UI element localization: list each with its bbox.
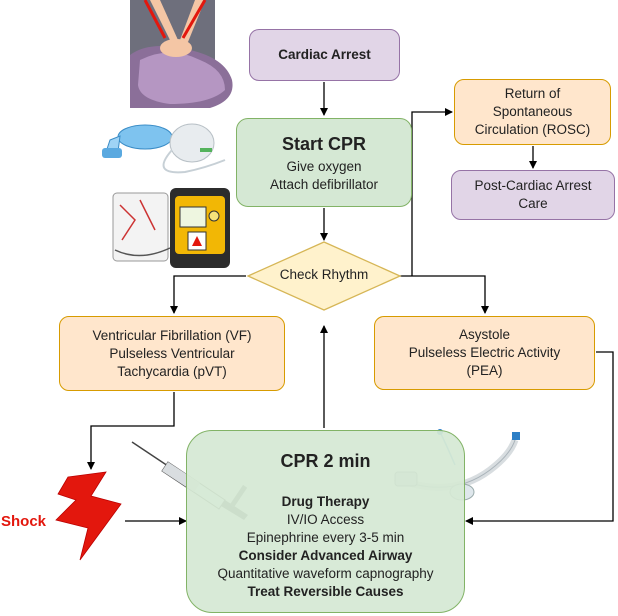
arrow-check-to-rosc <box>411 108 453 276</box>
check-rhythm-label: Check Rhythm <box>279 267 369 282</box>
rosc-line: Circulation (ROSC) <box>474 122 591 137</box>
rosc-line: Spontaneous <box>492 104 573 119</box>
reversible-causes-label: Treat Reversible Causes <box>247 584 404 599</box>
start-cpr-line: Attach defibrillator <box>269 176 379 192</box>
asystole-line: (PEA) <box>466 363 503 378</box>
connectors <box>87 82 614 525</box>
cardiac-arrest-box: Cardiac Arrest <box>249 29 400 81</box>
drug-therapy-label: Drug Therapy <box>281 494 370 509</box>
arrow-asystole-to-cpr2 <box>465 351 614 525</box>
start-cpr-title: Start CPR <box>281 133 366 154</box>
post-arrest-line: Care <box>518 196 548 211</box>
shock-lightning-icon <box>55 471 122 561</box>
post-cardiac-arrest-box: Post-Cardiac Arrest Care <box>451 170 615 220</box>
rosc-line: Return of <box>504 86 561 101</box>
vf-pvt-box: Ventricular Fibrillation (VF) Pulseless … <box>59 316 285 391</box>
check-rhythm-diamond <box>246 241 402 311</box>
post-arrest-line: Post-Cardiac Arrest <box>474 178 592 193</box>
asystole-line: Asystole <box>458 327 511 342</box>
cpr2-line: Epinephrine every 3-5 min <box>246 530 405 545</box>
start-cpr-box: Start CPR Give oxygen Attach defibrillat… <box>236 118 412 207</box>
advanced-airway-label: Consider Advanced Airway <box>238 548 413 563</box>
cpr-hands-illustration <box>130 0 233 108</box>
rosc-box: Return of Spontaneous Circulation (ROSC) <box>454 79 611 145</box>
asystole-line: Pulseless Electric Activity <box>408 345 561 360</box>
cpr2-line: IV/IO Access <box>286 512 365 527</box>
vf-line: Pulseless Ventricular <box>109 345 235 361</box>
vf-line: Ventricular Fibrillation (VF) <box>92 327 252 343</box>
arrow-check-to-vf <box>170 275 246 314</box>
cpr-2-min-box: CPR 2 min Drug Therapy IV/IO Access Epin… <box>186 430 465 613</box>
defibrillator-illustration <box>112 188 230 268</box>
arrow-check-to-asystole <box>400 275 489 314</box>
bag-valve-mask-illustration <box>102 123 226 174</box>
vf-line: Tachycardia (pVT) <box>117 363 227 379</box>
start-cpr-line: Give oxygen <box>286 158 362 174</box>
cpr-2-min-title: CPR 2 min <box>280 451 371 471</box>
shock-label: Shock <box>1 513 47 530</box>
cpr2-line: Quantitative waveform capnography <box>217 566 434 581</box>
cardiac-arrest-label: Cardiac Arrest <box>278 47 371 62</box>
asystole-pea-box: Asystole Pulseless Electric Activity (PE… <box>374 316 595 390</box>
arrow-vf-to-shock <box>87 392 175 470</box>
